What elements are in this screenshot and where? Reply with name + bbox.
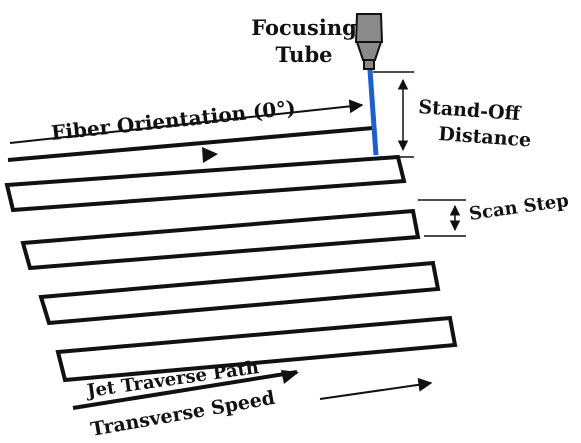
fiber-orientation-arrow [9,99,364,144]
strip-4 [55,315,458,383]
top-traverse-path [7,126,374,163]
strip-2 [20,208,421,271]
focusing-tube-label-line1: Focusing [251,15,357,40]
nozzle-taper [355,41,383,61]
scan-step-label: Scan Step [468,190,570,225]
jet-path-arrowhead [281,370,299,384]
strip-1 [4,154,407,213]
traverse-direction-arrowhead [202,147,218,163]
bottom-traverse-path [72,370,299,410]
laminate-strips [4,154,458,383]
stand-off-dimension [373,71,414,158]
scan-step-dimension [418,199,466,237]
transverse-speed-arrow [319,377,433,400]
stand-off-label-line1: Stand-Off [418,96,523,125]
nozzle-tip [363,59,375,70]
strip-3 [38,260,441,326]
nozzle-upper [354,13,384,43]
focusing-tube-label-line2: Tube [275,42,332,67]
water-jet [367,69,379,156]
stand-off-label-line2: Distance [438,123,532,151]
focusing-tube [354,13,384,70]
